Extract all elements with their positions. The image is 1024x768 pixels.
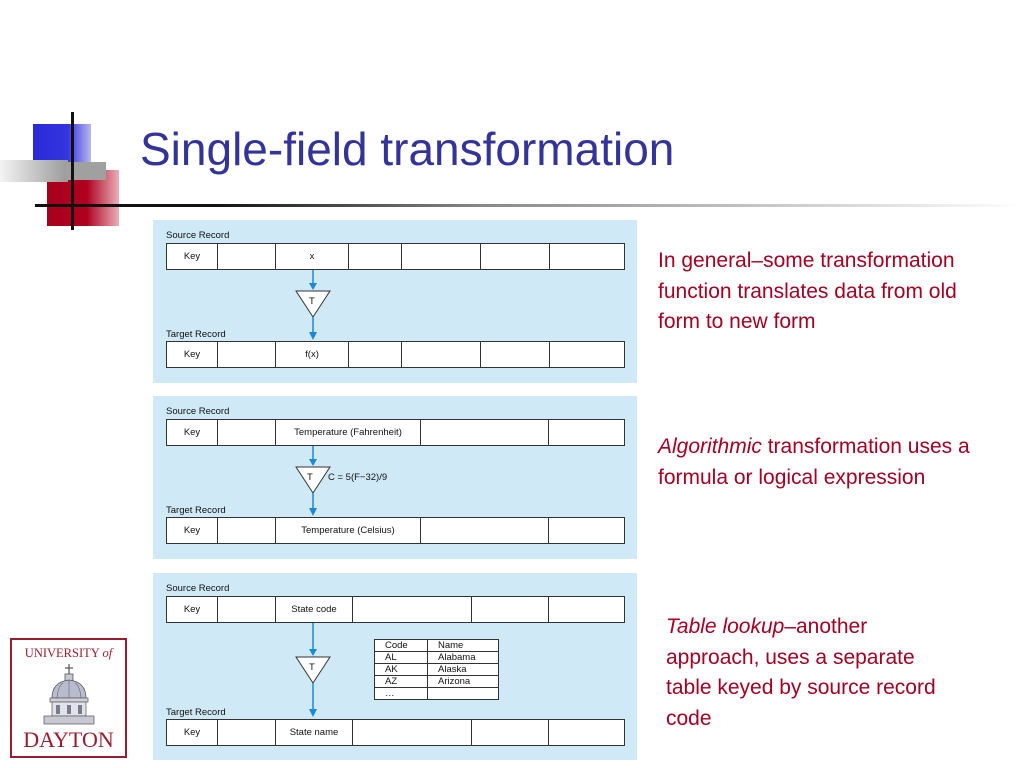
vertical-line-decoration [71, 112, 74, 230]
record-field: Key [167, 342, 218, 367]
record-field [549, 420, 624, 445]
diagram-table-lookup: Source Record Key State code T Code Name… [153, 573, 637, 760]
record-field [218, 244, 276, 269]
gray-bar-decoration [0, 160, 68, 182]
table-cell: AZ [374, 675, 428, 688]
target-record-label: Target Record [166, 505, 226, 516]
transform-flow-arrow [295, 446, 331, 516]
source-record: Key State code [166, 596, 625, 623]
table-row: … [374, 687, 499, 700]
table-cell: AK [374, 663, 428, 676]
record-field: State name [276, 720, 353, 745]
source-record: Key Temperature (Fahrenheit) [166, 419, 625, 446]
record-field [481, 244, 550, 269]
note-algorithmic: Algorithmic transformation uses a formul… [658, 432, 978, 493]
transform-symbol: T [309, 662, 315, 673]
table-cell: Arizona [427, 675, 499, 688]
note-table-lookup: Table lookup–another approach, uses a se… [666, 612, 936, 734]
target-record-label: Target Record [166, 707, 226, 718]
table-row: AK Alaska [374, 663, 499, 676]
table-row: AZ Arizona [374, 675, 499, 688]
note-algorithmic-text: transformation uses a formula or logical… [658, 435, 970, 489]
diagram-simple-transformation: Source Record Key x T Target Record Key … [153, 220, 637, 383]
record-field [421, 518, 549, 543]
record-field [218, 420, 276, 445]
record-field: Key [167, 518, 218, 543]
note-table-lookup-text: –another approach, uses a separate table… [666, 615, 936, 730]
record-field: Key [167, 244, 218, 269]
table-header: Code [374, 639, 428, 652]
record-field [472, 597, 549, 622]
target-record: Key Temperature (Celsius) [166, 517, 625, 544]
record-field [218, 720, 276, 745]
note-general: In general–some transformation function … [658, 246, 958, 338]
table-cell: AL [374, 651, 428, 664]
page-title: Single-field transformation [140, 123, 675, 175]
record-field [402, 342, 481, 367]
record-field [353, 597, 472, 622]
source-record-label: Source Record [166, 583, 230, 594]
transform-symbol: T [309, 296, 315, 307]
record-field [349, 342, 402, 367]
record-field: Temperature (Fahrenheit) [276, 420, 421, 445]
record-field [218, 518, 276, 543]
record-field: x [276, 244, 349, 269]
record-field: Key [167, 720, 218, 745]
table-cell: Alaska [427, 663, 499, 676]
target-record-label: Target Record [166, 329, 226, 340]
record-field [349, 244, 402, 269]
record-field [218, 597, 276, 622]
record-field: Key [167, 597, 218, 622]
record-field: Key [167, 420, 218, 445]
target-record: Key State name [166, 719, 625, 746]
chapel-dome-icon [43, 664, 95, 725]
record-field [549, 720, 624, 745]
record-field [549, 597, 624, 622]
table-header: Name [427, 639, 499, 652]
record-field: Temperature (Celsius) [276, 518, 421, 543]
note-table-lookup-term: Table lookup [666, 615, 785, 638]
record-field [481, 342, 550, 367]
note-general-text: In general–some transformation function … [658, 249, 957, 333]
target-record: Key f(x) [166, 341, 625, 368]
record-field [218, 342, 276, 367]
logo-bottom-text: DAYTON [23, 727, 114, 752]
transform-symbol: T [307, 472, 313, 483]
table-cell [427, 687, 499, 700]
lookup-table: Code Name AL Alabama AK Alaska AZ Arizon… [374, 639, 499, 700]
university-logo: UNIVERSITY of DAYTON [10, 638, 127, 758]
transform-flow-arrow [295, 623, 331, 717]
record-field: f(x) [276, 342, 349, 367]
record-field [549, 518, 624, 543]
record-field [402, 244, 481, 269]
transform-flow-arrow [295, 270, 331, 340]
table-row: AL Alabama [374, 651, 499, 664]
record-field [550, 244, 624, 269]
table-cell: … [374, 687, 428, 700]
note-algorithmic-term: Algorithmic [658, 435, 762, 458]
table-header-row: Code Name [374, 639, 499, 652]
source-record: Key x [166, 243, 625, 270]
table-cell: Alabama [427, 651, 499, 664]
source-record-label: Source Record [166, 230, 230, 241]
record-field [353, 720, 472, 745]
source-record-label: Source Record [166, 406, 230, 417]
diagram-algorithmic-transformation: Source Record Key Temperature (Fahrenhei… [153, 396, 637, 559]
title-underline [35, 204, 1024, 207]
record-field: State code [276, 597, 353, 622]
record-field [550, 342, 624, 367]
record-field [421, 420, 549, 445]
gray-square-decoration [66, 162, 106, 180]
record-field [472, 720, 549, 745]
conversion-formula: C = 5(F−32)/9 [328, 472, 388, 483]
logo-top-text: UNIVERSITY of [24, 646, 113, 660]
